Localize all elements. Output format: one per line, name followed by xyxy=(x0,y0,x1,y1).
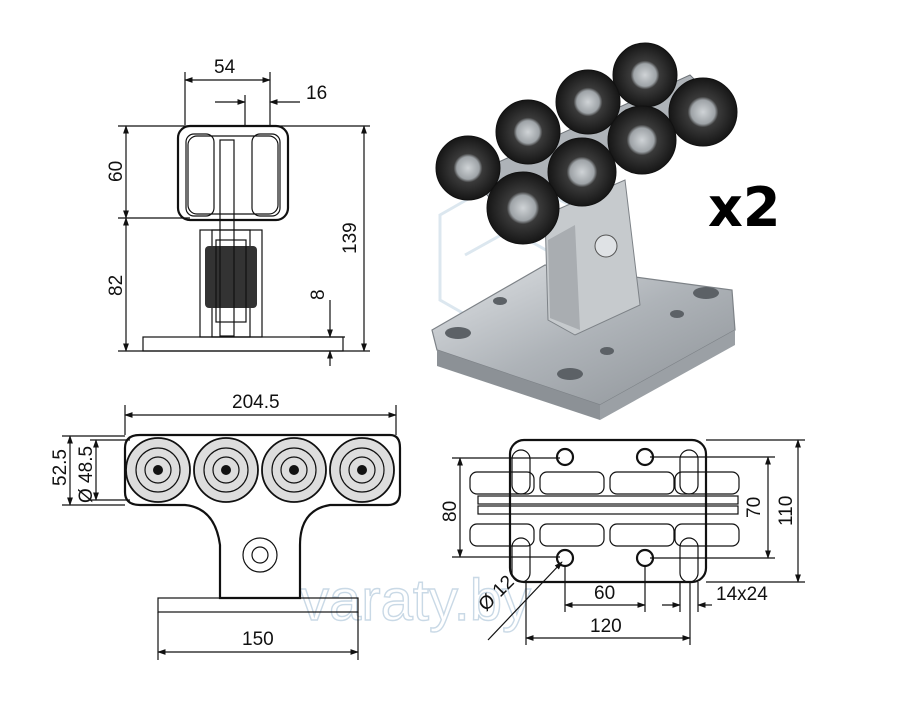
dim-lower-height: 82 xyxy=(106,275,127,296)
top-wheel xyxy=(674,523,740,547)
dim-offset: 16 xyxy=(306,83,327,104)
side-wheel-right xyxy=(251,133,281,217)
product-render xyxy=(431,42,738,420)
watermark-text: varaty.by xyxy=(300,568,531,633)
top-bolt-hole xyxy=(555,548,575,568)
render-wheel xyxy=(486,171,560,245)
front-wheel-4 xyxy=(329,437,395,503)
dim-slot-size: 14x24 xyxy=(716,584,768,605)
render-wheel xyxy=(668,77,738,147)
dim-wheel-diameter: Ø 48.5 xyxy=(76,446,97,503)
render-bolt xyxy=(594,234,618,258)
front-view: 204.5 52.5 Ø 48.5 150 xyxy=(50,392,402,660)
dim-outer-height: 52.5 xyxy=(50,449,71,486)
render-bolt-hole xyxy=(493,297,507,305)
quantity-multiplier: x2 xyxy=(708,176,780,239)
dim-plate-width: 110 xyxy=(776,496,797,526)
dim-hole-pitch: 60 xyxy=(594,583,615,604)
top-bolt-hole xyxy=(555,447,575,467)
front-axle-hole xyxy=(242,537,278,573)
front-wheel-1 xyxy=(125,437,191,503)
side-wheel-lower xyxy=(205,246,257,308)
render-slot-hole xyxy=(445,327,471,339)
dim-upper-height: 60 xyxy=(106,161,127,182)
top-slot xyxy=(679,537,699,583)
front-wheel-3 xyxy=(261,437,327,503)
render-bolt-hole xyxy=(600,347,614,355)
render-wheel xyxy=(435,135,501,201)
dim-base-length: 150 xyxy=(242,629,274,650)
dim-plate-thickness: 8 xyxy=(308,289,329,300)
dim-top-width: 54 xyxy=(214,57,236,78)
render-slot-hole xyxy=(693,287,719,299)
side-wheel-left xyxy=(185,133,215,217)
dim-total-height: 139 xyxy=(340,222,361,254)
top-slot xyxy=(511,537,531,583)
top-wheel xyxy=(539,523,605,547)
dim-hole-spacing: 70 xyxy=(744,497,765,518)
render-wheel xyxy=(607,105,677,175)
render-wheel xyxy=(555,69,621,135)
front-base-plate xyxy=(157,597,359,613)
top-wheel xyxy=(609,471,675,495)
top-wheel xyxy=(539,471,605,495)
top-wheel xyxy=(469,471,535,495)
top-rail xyxy=(477,495,739,505)
dim-overall-length: 204.5 xyxy=(232,392,280,413)
render-slot-hole xyxy=(557,368,583,380)
front-wheel-2 xyxy=(193,437,259,503)
dim-inner-width: 80 xyxy=(440,501,461,522)
top-plate xyxy=(508,438,708,584)
top-wheel xyxy=(609,523,675,547)
dim-plate-length: 120 xyxy=(590,616,622,637)
top-wheel xyxy=(469,523,535,547)
render-wheel xyxy=(547,137,617,207)
render-bolt-hole xyxy=(670,310,684,318)
side-view: 54 16 60 82 139 8 xyxy=(106,57,370,366)
render-wheel xyxy=(495,99,561,165)
front-body xyxy=(123,433,402,600)
side-base-plate xyxy=(142,336,344,352)
top-rail xyxy=(477,505,739,515)
top-wheel xyxy=(674,471,740,495)
render-wheel xyxy=(612,42,678,108)
